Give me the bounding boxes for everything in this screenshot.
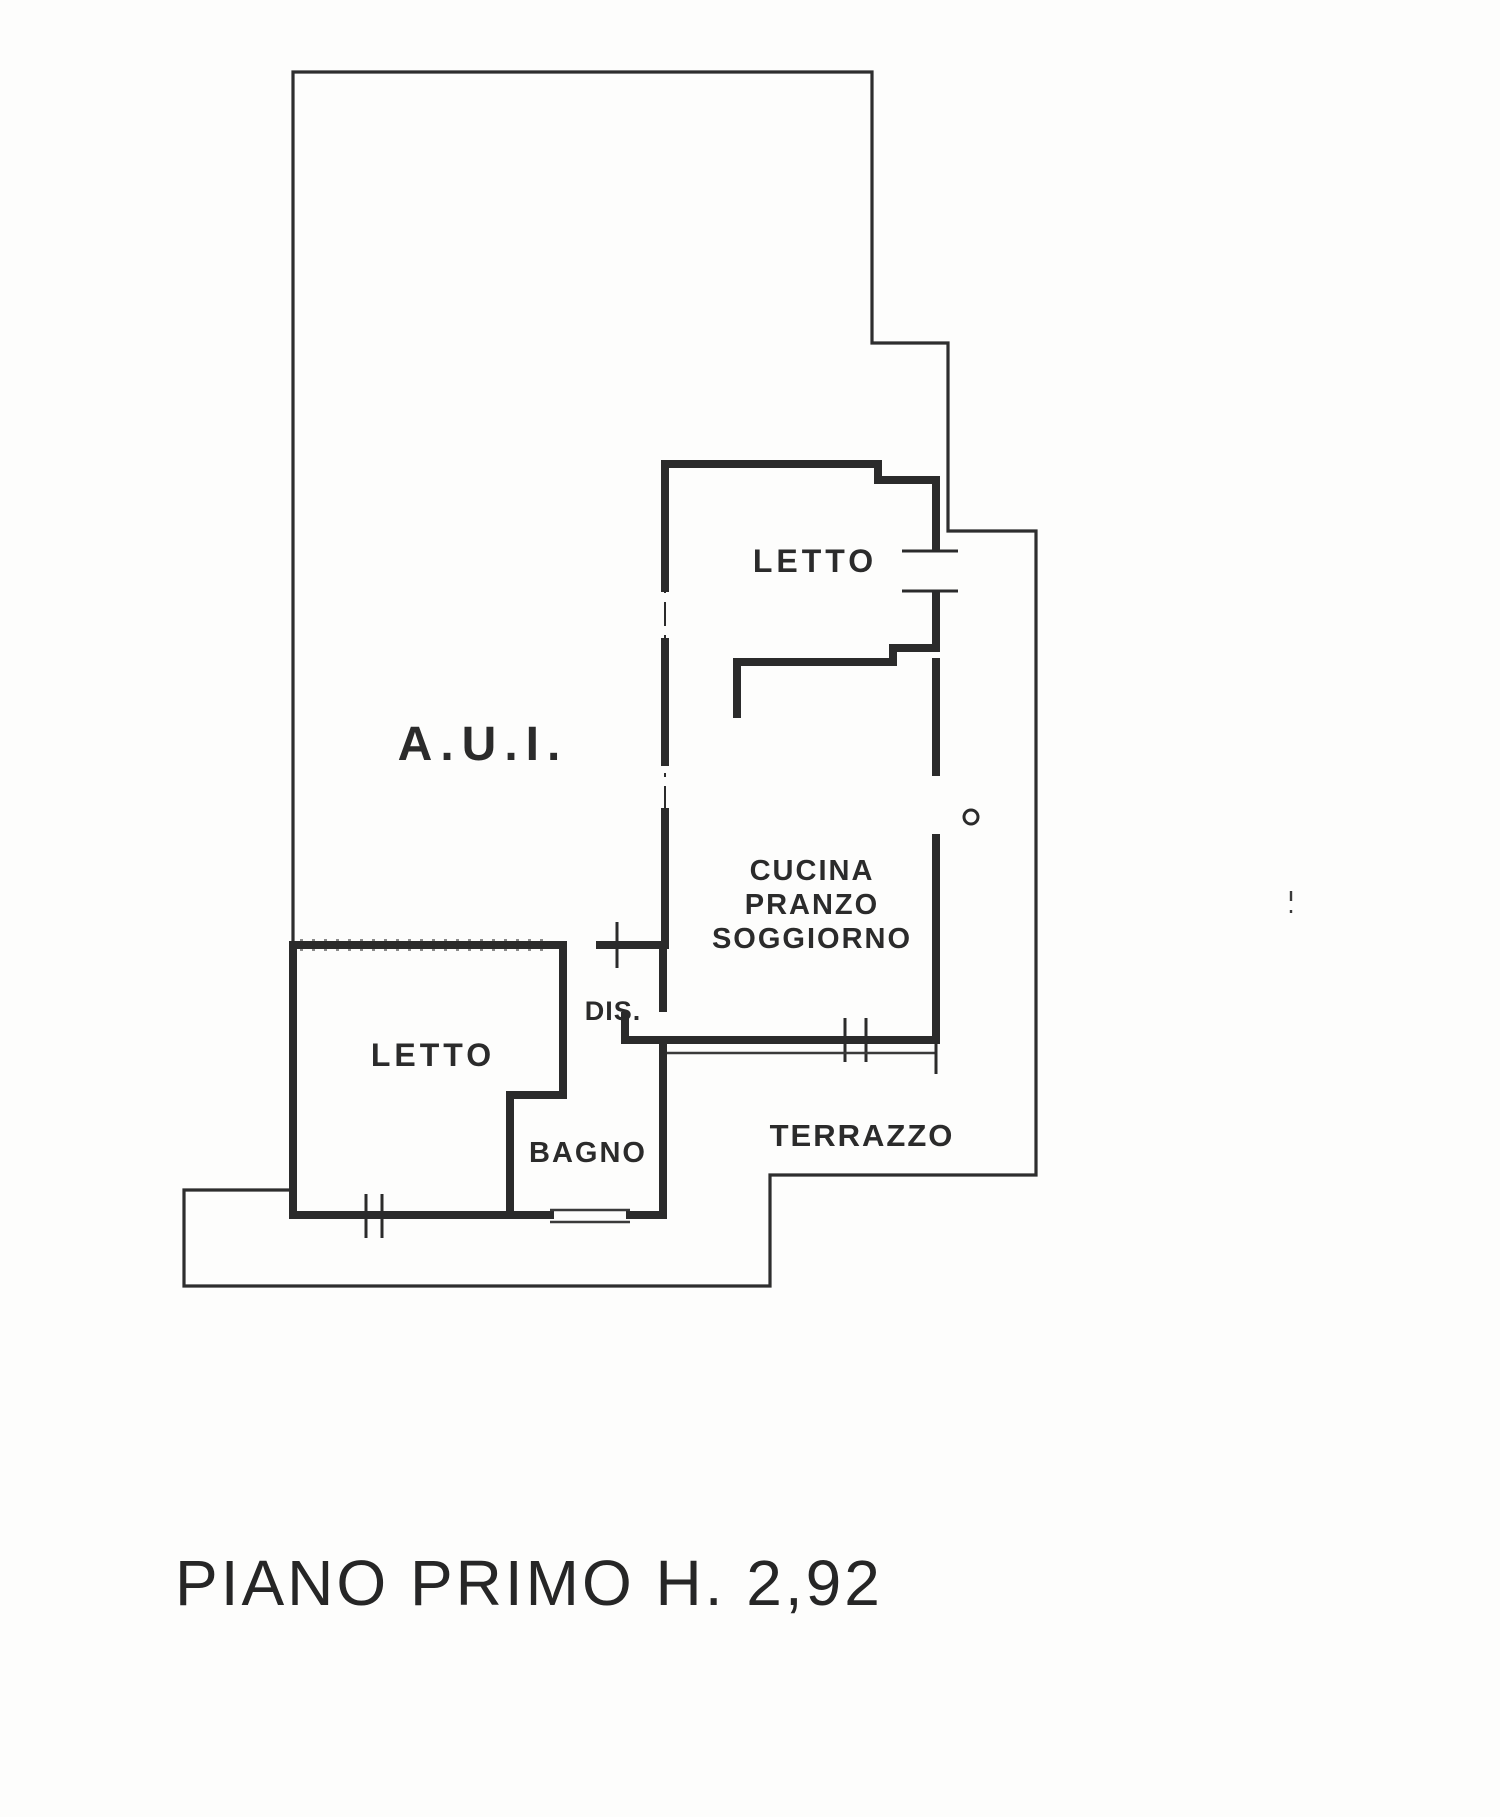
room-label-terrazzo: TERRAZZO — [770, 1118, 955, 1153]
room-label-dis: DIS. — [585, 996, 642, 1026]
room-label-letto-bottom: LETTO — [371, 1037, 495, 1073]
letto-top-top-right-wall — [665, 460, 940, 552]
room-label-cucina-line2: PRANZO — [745, 889, 879, 921]
room-label-bagno: BAGNO — [529, 1137, 647, 1169]
room-label-cucina-line3: SOGGIORNO — [712, 923, 912, 955]
room-label-cucina-line1: CUCINA — [750, 855, 875, 887]
outer-boundary — [182, 70, 1038, 1288]
terrace-door-knob-symbol — [962, 808, 980, 826]
room-label-letto-top: LETTO — [753, 543, 877, 579]
room-label-aui: A.U.I. — [398, 718, 569, 771]
plan-caption: PIANO PRIMO H. 2,92 — [175, 1547, 883, 1619]
letto-top-lower-right-and-divider-wall — [733, 590, 940, 718]
